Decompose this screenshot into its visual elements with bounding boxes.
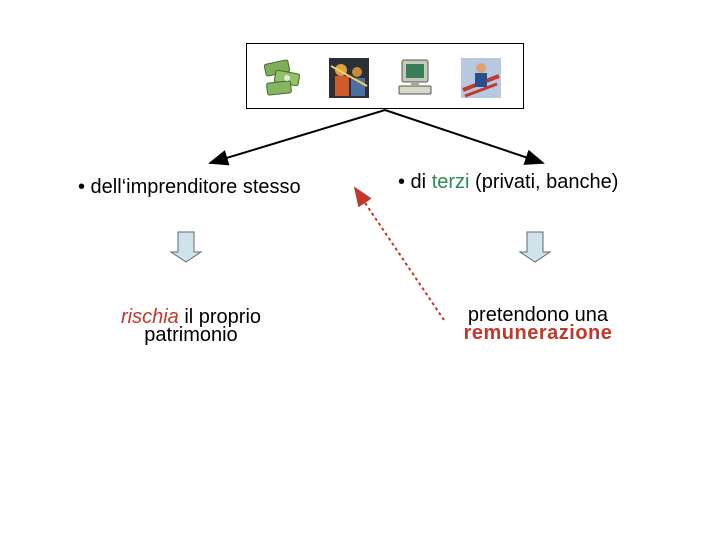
left-result: rischia il proprio patrimonio [96,306,286,346]
icon-box [246,43,524,109]
right-result: pretendono una remunerazione [440,304,636,344]
down-arrow-left [169,231,203,263]
right-node-suffix: (privati, banche) [469,171,619,193]
left-result-rest: il proprio [178,306,262,328]
right-result-emph: remunerazione [463,322,613,344]
worker-icon [461,58,501,98]
arrow-to-left-node [208,109,386,166]
left-result-line1: rischia il proprio [96,306,286,328]
left-result-line2: patrimonio [144,324,238,346]
computer-icon [398,59,432,95]
right-node-emph: terzi [431,171,470,193]
left-result-emph: rischia [120,306,179,328]
arrow-to-right-node [384,109,545,165]
right-node-label: • di terzi (privati, banche) [398,171,618,194]
money-stack-icon [263,59,301,96]
right-node-prefix: • di [398,171,432,193]
down-arrow-right [518,231,552,263]
dashed-link-arrow [353,186,445,321]
stock-trader-icon [329,58,369,98]
left-node-label: • dell‘imprenditore stesso [78,176,301,198]
right-result-line1: pretendono una [467,304,609,326]
